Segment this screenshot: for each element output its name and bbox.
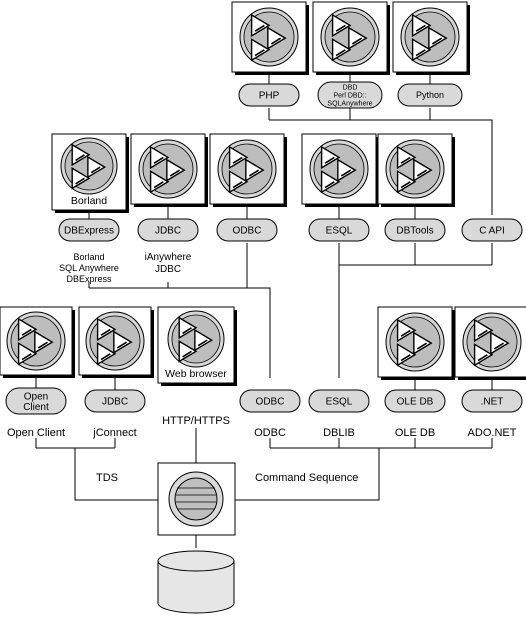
app-logo-icon — [85, 311, 145, 371]
esql-bottom-pill: ESQL — [308, 389, 370, 413]
interface-esql-bottom: ESQL DBLIB — [308, 389, 370, 439]
perl-pill-label: DBD — [343, 84, 358, 91]
esql-bottom-interface-label: DBLIB — [323, 427, 355, 439]
borland-interface-label: DBExpress — [66, 274, 112, 284]
app-logo-icon — [462, 312, 522, 372]
odbc-bottom-interface-label: ODBC — [254, 427, 286, 439]
dotnet-interface-label: ADO.NET — [468, 427, 517, 439]
jconnect-pill-label: JDBC — [102, 397, 128, 408]
app-logo-icon — [385, 139, 445, 199]
app-logo-icon — [60, 137, 118, 195]
app-php: PHP — [231, 1, 309, 107]
python-pill: Python — [397, 83, 463, 107]
app-logo-icon — [239, 7, 299, 67]
app-caption: Borland — [71, 195, 107, 207]
oledb-interface-label: OLE DB — [395, 427, 435, 439]
esql-top-pill: ESQL — [308, 218, 370, 242]
app-python: Python — [392, 1, 470, 107]
odbc-top-pill-label: ODBC — [233, 226, 262, 237]
perl-pill-label: Perl DBD:: — [333, 92, 366, 99]
php-pill: PHP — [238, 83, 300, 107]
php-pill-label: PHP — [259, 91, 280, 102]
borland-interface-label: Borland — [73, 252, 104, 262]
open-client-pill-label: Open — [24, 391, 48, 402]
interface-c-api: C API — [461, 218, 523, 242]
dotnet-pill-label: .NET — [481, 397, 504, 408]
app-odbc-top: ODBC — [209, 133, 287, 242]
borland-interface-label: SQL Anywhere — [59, 263, 119, 273]
jconnect-interface-label: jConnect — [92, 427, 136, 439]
jdbc-ianywhere-pill: JDBC — [137, 218, 199, 242]
command-sequence-label: Command Sequence — [255, 472, 358, 484]
app-dbtools: DBTools — [377, 133, 455, 242]
app-logo-icon — [320, 7, 380, 67]
app-logo-icon — [309, 139, 369, 199]
standalone-layer: C API ODBC ODBC ESQL DBLIB — [239, 218, 523, 439]
app-logo-icon — [217, 139, 277, 199]
oledb-pill-label: OLE DB — [397, 397, 434, 408]
app-jconnect: JDBC jConnect — [78, 306, 154, 439]
app-logo-icon — [385, 312, 445, 372]
oledb-pill: OLE DB — [384, 389, 446, 413]
app-logo-icon — [138, 139, 198, 199]
connector-lines — [35, 108, 493, 548]
tds-protocol-label: TDS — [96, 472, 118, 484]
open-client-pill-label: Client — [23, 402, 49, 413]
esql-top-pill-label: ESQL — [326, 226, 353, 237]
c-api-pill-label: C API — [479, 226, 505, 237]
odbc-top-pill: ODBC — [216, 218, 278, 242]
database-server — [157, 462, 236, 536]
app-dotnet: .NET ADO.NET — [454, 306, 526, 439]
python-pill-label: Python — [416, 90, 444, 100]
open-client-interface-label: Open Client — [7, 427, 65, 439]
jconnect-pill: JDBC — [84, 389, 146, 413]
borland-pill: DBExpress — [58, 218, 120, 242]
odbc-bottom-pill-label: ODBC — [256, 397, 285, 408]
app-oledb: OLE DB OLE DB — [377, 306, 455, 439]
app-caption: Web browser — [165, 368, 227, 380]
app-logo-icon — [6, 311, 66, 371]
c-api-pill: C API — [461, 218, 523, 242]
app-logo-icon — [167, 310, 225, 368]
dbtools-pill: DBTools — [384, 218, 446, 242]
perl-pill-label: SQLAnywhere — [327, 100, 372, 107]
jdbc-ianywhere-interface-label: JDBC — [155, 264, 181, 275]
dbtools-pill-label: DBTools — [396, 226, 433, 237]
jdbc-ianywhere-pill-label: JDBC — [155, 226, 181, 237]
app-logo-icon — [400, 7, 460, 67]
odbc-bottom-pill: ODBC — [239, 389, 301, 413]
interface-odbc-bottom: ODBC ODBC — [239, 389, 301, 439]
borland-pill-label: DBExpress — [64, 226, 114, 237]
database-cylinder — [157, 550, 235, 614]
app-esql-top: ESQL — [301, 133, 379, 242]
web-browser-interface-label: HTTP/HTTPS — [162, 415, 230, 427]
dotnet-pill: .NET — [461, 389, 523, 413]
jdbc-ianywhere-interface-label: iAnywhere — [145, 252, 192, 263]
esql-bottom-pill-label: ESQL — [326, 397, 353, 408]
